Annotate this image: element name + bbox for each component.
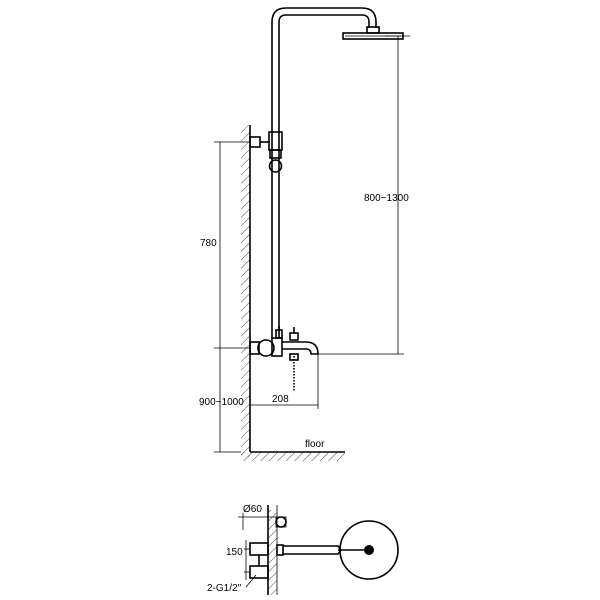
dim-flange-label: Ø60 [243,504,262,515]
dim-inlet-spacing [244,540,250,580]
dim-flange [238,513,276,530]
dim-mixer-height [214,348,241,453]
mixer-body [249,326,319,357]
dim-inlet-thread-leader [245,574,257,588]
dim-head-height [318,35,410,355]
plan-mixer [249,542,341,579]
dim-bracket-spacing-label: 780 [200,238,217,249]
dim-inlet-thread-label: 2-G1/2" [207,583,242,594]
upper-wall-bracket [249,131,283,151]
dim-spout-reach [250,354,319,409]
riser-pipe [271,7,377,338]
floor-label: floor [305,439,325,450]
plan-riser [275,516,287,528]
shower-head [342,26,404,40]
dim-spout-reach-label: 208 [272,394,289,405]
dim-inlet-spacing-label: 150 [226,547,243,558]
hand-shower-holder [268,149,283,173]
plan-shower-head [338,520,399,580]
dim-mixer-height-label: 900~1000 [199,397,244,408]
dim-head-height-label: 800~1300 [364,193,409,204]
floor-slab [241,451,345,461]
hand-shower-hose [289,353,299,392]
wall [241,125,251,457]
